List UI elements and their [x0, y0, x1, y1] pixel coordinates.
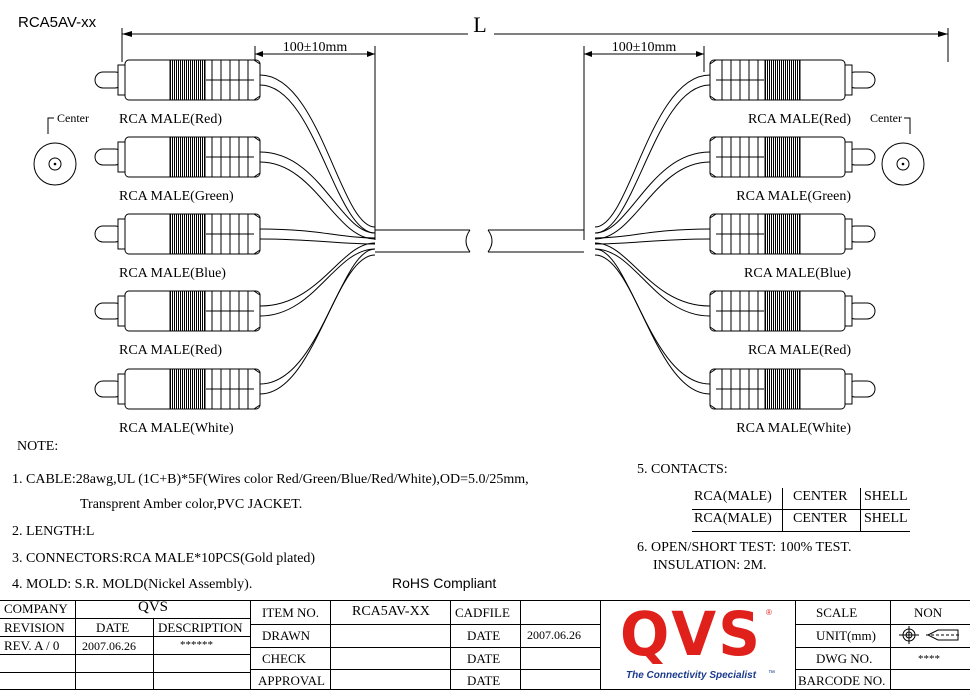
drawn-date-label: DATE	[467, 628, 501, 643]
drawn-label: DRAWN	[262, 628, 311, 643]
part-number: RCA5AV-xx	[18, 14, 97, 31]
left-wire-2	[259, 151, 376, 240]
item-no-value: RCA5AV-XX	[352, 604, 430, 619]
right-connector-1	[709, 59, 876, 101]
note-connectors: 3. CONNECTORS:RCA MALE*10PCS(Gold plated…	[12, 551, 316, 566]
center-label-right: Center	[870, 111, 902, 125]
cadfile-label: CADFILE	[455, 605, 510, 620]
description-label: DESCRIPTION	[158, 620, 243, 635]
right-connectors: RCA MALE(Red) RCA MALE(Green) RCA MALE(Blu…	[594, 59, 876, 436]
projection-symbol-icon	[899, 626, 960, 644]
right-wire-1	[594, 74, 711, 234]
right-wire-4	[594, 242, 711, 317]
approval-label: APPROVAL	[258, 673, 325, 688]
note-length: 2. LENGTH:L	[12, 524, 95, 539]
right-wire-3	[594, 228, 711, 245]
right-connector-4	[709, 290, 876, 332]
left-connectors: RCA MALE(Red) RCA MALE(Green) RCA MALE(Blu…	[94, 59, 376, 436]
unit-label: UNIT(mm)	[816, 628, 876, 643]
left-connector-label-1: RCA MALE(Red)	[119, 112, 222, 127]
drawn-date: 2007.06.26	[527, 628, 581, 642]
contacts-row1-type: RCA(MALE)	[694, 489, 772, 504]
dimension-breakout-right: 100±10mm	[583, 40, 705, 240]
center-detail-right: Center	[870, 111, 925, 186]
left-connector-label-5: RCA MALE(White)	[119, 421, 234, 436]
company-logo: QVS ® The Connectivity Specialist ™	[602, 598, 794, 688]
check-label: CHECK	[262, 651, 307, 666]
test-line2: INSULATION: 2M.	[653, 558, 767, 573]
contacts-row2-shell: SHELL	[864, 511, 908, 526]
right-connector-label-4: RCA MALE(Red)	[748, 343, 851, 358]
check-date-label: DATE	[467, 651, 501, 666]
logo-tm: ™	[768, 670, 775, 677]
left-connector-label-4: RCA MALE(Red)	[119, 343, 222, 358]
left-connector-4	[94, 290, 261, 332]
breakout-right-label: 100±10mm	[612, 40, 677, 55]
contacts-row1-shell: SHELL	[864, 489, 908, 504]
right-wire-2	[594, 151, 711, 240]
right-connector-label-2: RCA MALE(Green)	[736, 189, 851, 204]
item-no-label: ITEM NO.	[262, 605, 320, 620]
main-cable	[375, 229, 584, 253]
dimension-length: L	[121, 12, 949, 62]
scale-label: SCALE	[816, 605, 858, 620]
breakout-left-label: 100±10mm	[283, 40, 348, 55]
barcode-label: BARCODE NO.	[798, 673, 886, 688]
left-wire-5	[259, 248, 376, 395]
note-mold: 4. MOLD: S.R. MOLD(Nickel Assembly).	[12, 577, 253, 592]
left-connector-label-2: RCA MALE(Green)	[119, 189, 234, 204]
left-connector-label-3: RCA MALE(Blue)	[119, 266, 226, 281]
contacts-table: RCA(MALE) CENTER SHELL RCA(MALE) CENTER …	[692, 488, 912, 532]
right-connector-3	[709, 213, 876, 255]
left-connector-2	[94, 136, 261, 178]
center-label-left: Center	[57, 111, 89, 125]
right-wire-5	[594, 248, 711, 395]
rohs-label: RoHS Compliant	[392, 575, 497, 591]
rev-value: REV. A / 0	[4, 638, 60, 653]
note-cable-line2: Transprent Amber color,PVC JACKET.	[80, 497, 303, 512]
dimension-breakout-left: 100±10mm	[254, 40, 376, 240]
dwg-label: DWG NO.	[816, 651, 873, 666]
note-heading: NOTE:	[17, 439, 59, 454]
logo-text: QVS	[620, 598, 762, 670]
right-connector-label-1: RCA MALE(Red)	[748, 112, 851, 127]
left-wire-3	[259, 228, 376, 245]
right-connector-5	[709, 368, 876, 410]
rev-date: 2007.06.26	[82, 639, 136, 653]
company-value: QVS	[138, 599, 169, 615]
logo-tagline: The Connectivity Specialist	[626, 670, 757, 681]
contacts-row1-center: CENTER	[793, 489, 848, 504]
dimension-length-label: L	[473, 12, 486, 37]
center-detail-left: Center	[33, 111, 89, 186]
company-label: COMPANY	[4, 601, 68, 616]
right-connector-2	[709, 136, 876, 178]
left-connector-5	[94, 368, 261, 410]
left-connector-3	[94, 213, 261, 255]
left-wire-4	[259, 242, 376, 317]
left-connector-1	[94, 59, 261, 101]
right-connector-label-5: RCA MALE(White)	[736, 421, 851, 436]
contacts-heading: 5. CONTACTS:	[637, 462, 728, 477]
test-line1: 6. OPEN/SHORT TEST: 100% TEST.	[637, 540, 852, 555]
rev-date-label: DATE	[96, 620, 130, 635]
contacts-row2-type: RCA(MALE)	[694, 511, 772, 526]
cable-drawing: L 100±10mm 100±10mm Center Center	[33, 12, 949, 436]
title-block: COMPANY QVS REVISION DATE DESCRIPTION RE…	[0, 598, 970, 690]
logo-reg: ®	[766, 608, 772, 617]
revision-label: REVISION	[4, 620, 65, 635]
right-connector-label-3: RCA MALE(Blue)	[744, 266, 851, 281]
contacts-row2-center: CENTER	[793, 511, 848, 526]
approval-date-label: DATE	[467, 673, 501, 688]
dwg-value: ****	[918, 653, 940, 665]
scale-value: NON	[914, 605, 943, 620]
note-cable-line1: 1. CABLE:28awg,UL (1C+B)*5F(Wires color …	[12, 472, 529, 487]
rev-description: ******	[180, 639, 213, 651]
left-wire-1	[259, 74, 376, 234]
